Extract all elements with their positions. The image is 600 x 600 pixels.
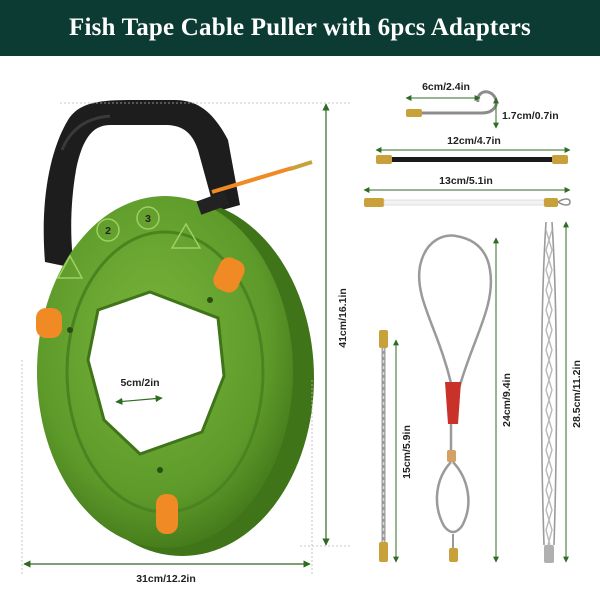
- reel-height-label: 41cm/16.1in: [337, 288, 349, 348]
- warning-triangle-icon: [170, 222, 202, 249]
- reel-handle: [43, 100, 240, 268]
- banner-title: Fish Tape Cable Puller with 6pcs Adapter…: [69, 14, 531, 41]
- reel-marker-3-label: 3: [145, 213, 151, 225]
- loop-cable-label: 24cm/9.4in: [501, 373, 513, 427]
- reel-marker-2: [96, 218, 120, 242]
- fish-tape-tip: [289, 160, 313, 171]
- warning-triangle-left-icon: [56, 254, 84, 279]
- reel-window-right: [213, 257, 245, 293]
- mesh-grip-label: 28.5cm/11.2in: [571, 360, 583, 428]
- reel-marker-2-label: 2: [105, 225, 111, 237]
- hole-width-label: 5cm/2in: [120, 377, 159, 389]
- reel-window-left: [36, 308, 62, 338]
- short-cable-adapter: [379, 330, 388, 562]
- hole-width-line: [115, 394, 163, 406]
- short-cable-label: 15cm/5.9in: [401, 425, 413, 479]
- fish-tape-reel: 2 3: [36, 100, 314, 556]
- loop-cable-adapter: [417, 234, 493, 562]
- hook-adapter: [406, 90, 498, 117]
- reel-center-hole: [86, 290, 226, 456]
- fish-tape: [211, 166, 293, 194]
- reel-marker-3: [136, 206, 160, 230]
- title-banner: Fish Tape Cable Puller with 6pcs Adapter…: [0, 0, 600, 56]
- black-rod-adapter: [376, 155, 568, 164]
- mesh-grip-adapter: [540, 221, 558, 563]
- reel-window-bottom: [156, 494, 178, 534]
- hook-height-label: 1.7cm/0.7in: [502, 110, 559, 122]
- reel-width-label: 31cm/12.2in: [136, 573, 196, 585]
- white-rod-adapter: [364, 198, 571, 207]
- black-rod-label: 12cm/4.7in: [447, 135, 501, 147]
- hook-length-label: 6cm/2.4in: [422, 81, 470, 93]
- white-rod-label: 13cm/5.1in: [439, 175, 493, 187]
- product-illustration: 2 3 41cm/16.1in 31cm/12.2in 5cm/2in 6cm/…: [21, 81, 583, 585]
